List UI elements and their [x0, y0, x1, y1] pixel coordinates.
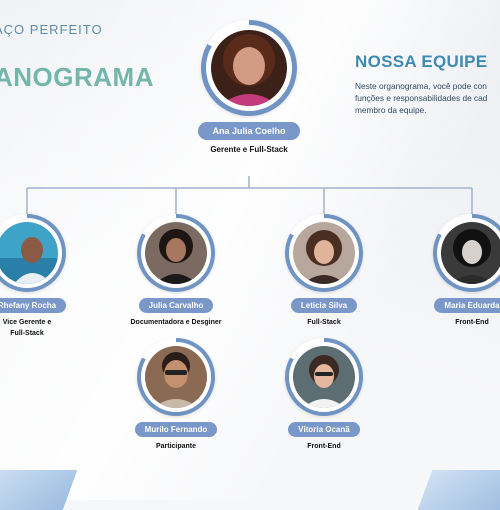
decorative-shape-left: [0, 470, 78, 510]
leader-photo: [211, 30, 287, 106]
member-photo-ring: [285, 338, 363, 416]
member-node-julia: Julia Carvalho Documentadora e Desginer: [126, 214, 226, 328]
member-role: Front-End: [455, 319, 489, 326]
member-name-badge: Maria Eduarda: [434, 298, 500, 313]
member-role: Vice Gerente e Full-Stack: [2, 319, 52, 337]
member-photo-ring: [137, 214, 215, 292]
leader-role: Gerente e Full-Stack: [210, 145, 288, 154]
member-node-vitoria: Vitoria Ocanã Front-End: [274, 338, 374, 452]
team-heading: NOSSA EQUIPE: [355, 52, 488, 71]
leader-node: Ana Julia Coelho Gerente e Full-Stack: [198, 20, 300, 155]
member-node-leticia: Leticia Silva Full-Stack: [274, 214, 374, 328]
member-photo-ring: [137, 338, 215, 416]
member-role: Documentadora e Desginer: [130, 319, 222, 326]
team-description: Neste organograma, você pode con funções…: [355, 81, 488, 115]
leader-photo-ring: [201, 20, 297, 116]
member-role: Full-Stack: [307, 319, 341, 326]
member-name-badge: Leticia Silva: [290, 298, 358, 313]
member-role: Front-End: [307, 443, 341, 450]
member-photo: [145, 346, 207, 408]
member-node-maria: Maria Eduarda Front-End: [422, 214, 500, 328]
member-node-rhefany: Rhefany Rocha Vice Gerente e Full-Stack: [0, 214, 77, 339]
page-title: ANOGRAMA: [0, 62, 154, 92]
member-name-badge: Murilo Fernando: [134, 422, 218, 437]
member-name-badge: Rhefany Rocha: [0, 298, 67, 313]
member-photo-ring: [285, 214, 363, 292]
member-name-badge: Julia Carvalho: [138, 298, 214, 313]
member-photo-ring: [433, 214, 500, 292]
member-photo: [293, 346, 355, 408]
brand-name: AÇO PERFEITO: [0, 22, 103, 37]
member-role: Participante: [155, 443, 197, 450]
member-photo: [0, 222, 58, 284]
member-photo: [145, 222, 207, 284]
member-photo-ring: [0, 214, 66, 292]
member-name-badge: Vitoria Ocanã: [288, 422, 360, 437]
leader-name-badge: Ana Julia Coelho: [198, 122, 300, 140]
member-photo: [441, 222, 500, 284]
decorative-shape-right: [417, 470, 500, 510]
member-photo: [293, 222, 355, 284]
member-node-murilo: Murilo Fernando Participante: [126, 338, 226, 452]
